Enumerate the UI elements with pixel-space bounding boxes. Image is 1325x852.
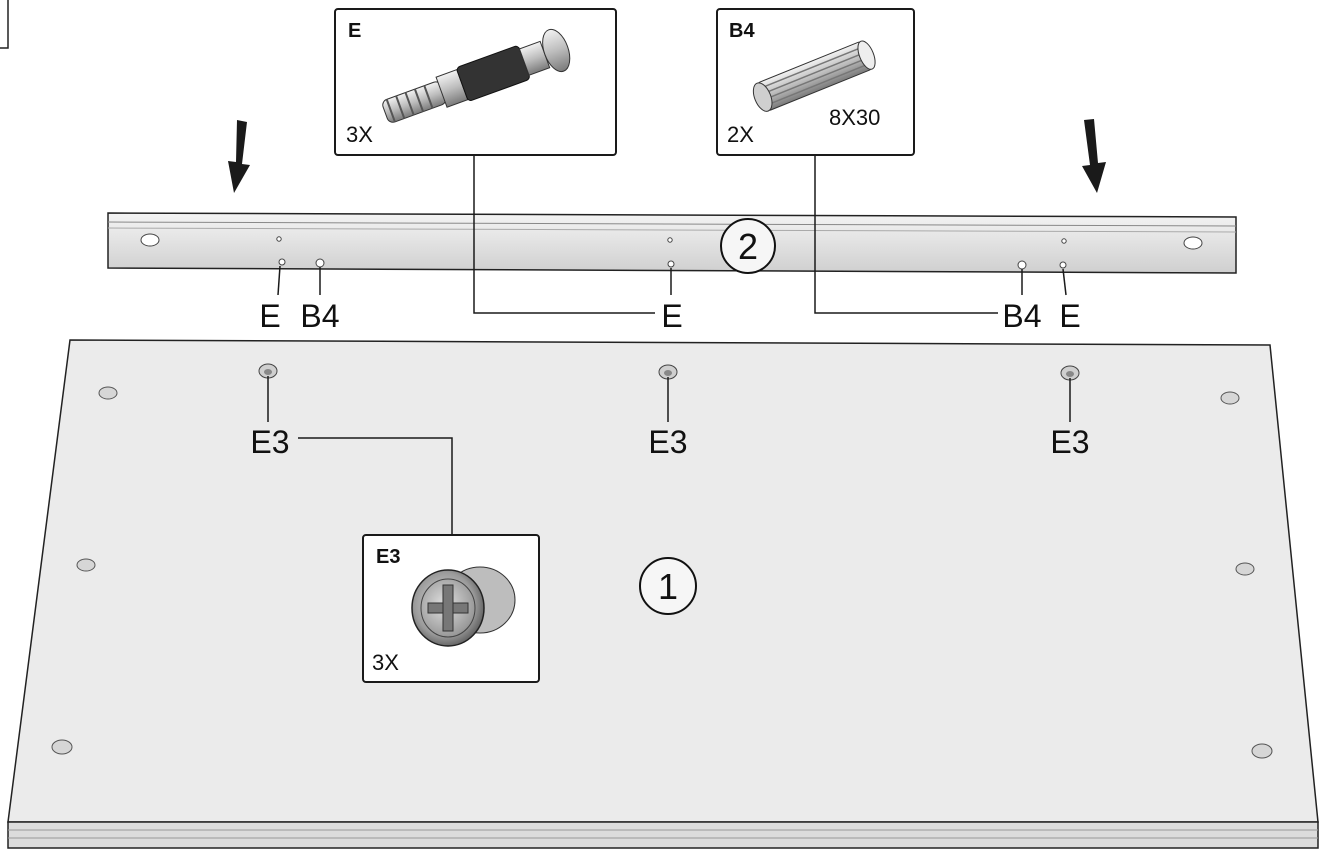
corner-fragment [0, 0, 9, 49]
cam-hole [1060, 365, 1080, 381]
down-arrow-icon [1082, 119, 1106, 193]
panel-hole [1220, 391, 1240, 405]
panel-1: 1 [7, 339, 1319, 849]
part-size: 8X30 [829, 105, 880, 130]
rail-number-badge [720, 218, 776, 274]
rail-label-b4: B4 [300, 298, 339, 334]
rail-label-b4: B4 [1002, 298, 1041, 334]
down-arrow-icon [228, 120, 250, 193]
rail-2: 2 [107, 212, 1237, 274]
part-code: B4 [729, 20, 755, 42]
wood-dowel-icon [752, 40, 876, 112]
rail-hole [1183, 236, 1203, 250]
leader-line [1062, 268, 1067, 296]
part-box-e3: E3 3X [362, 534, 540, 683]
cam-hole [658, 364, 678, 380]
panel-label-e3: E3 [250, 424, 289, 460]
rail-hole [1059, 261, 1067, 269]
panel-number-badge [639, 557, 697, 615]
panel-hole [76, 558, 96, 572]
rail-hole [315, 258, 325, 268]
cam-hole [258, 363, 278, 379]
rail-label-e: E [661, 298, 682, 334]
panel-label-e3: E3 [1050, 424, 1089, 460]
panel-hole [98, 386, 118, 400]
leader-line [298, 437, 453, 535]
panel-hole [51, 739, 73, 755]
part-box-e: E 3X [334, 8, 617, 156]
cam-bolt-icon [382, 28, 571, 123]
panel-number: 1 [658, 566, 678, 607]
leader-line [473, 155, 655, 314]
part-code: E [348, 20, 361, 42]
leader-line [277, 265, 281, 296]
rail-hole [1017, 260, 1027, 270]
rail-label-e: E [259, 298, 280, 334]
panel-label-e3: E3 [648, 424, 687, 460]
rail-hole [278, 258, 286, 266]
part-quantity: 3X [346, 122, 373, 147]
panel-hole [1235, 562, 1255, 576]
rail-label-e: E [1059, 298, 1080, 334]
panel-hole [1251, 743, 1273, 759]
rail-number: 2 [738, 226, 758, 267]
part-box-b4: B4 2X 8X30 [716, 8, 915, 156]
rail-hole [140, 233, 160, 247]
part-quantity: 3X [372, 650, 399, 675]
cam-lock-icon [411, 566, 516, 647]
part-code: E3 [376, 546, 400, 568]
leader-line [814, 155, 998, 314]
part-quantity: 2X [727, 122, 754, 147]
rail-hole [667, 260, 675, 268]
